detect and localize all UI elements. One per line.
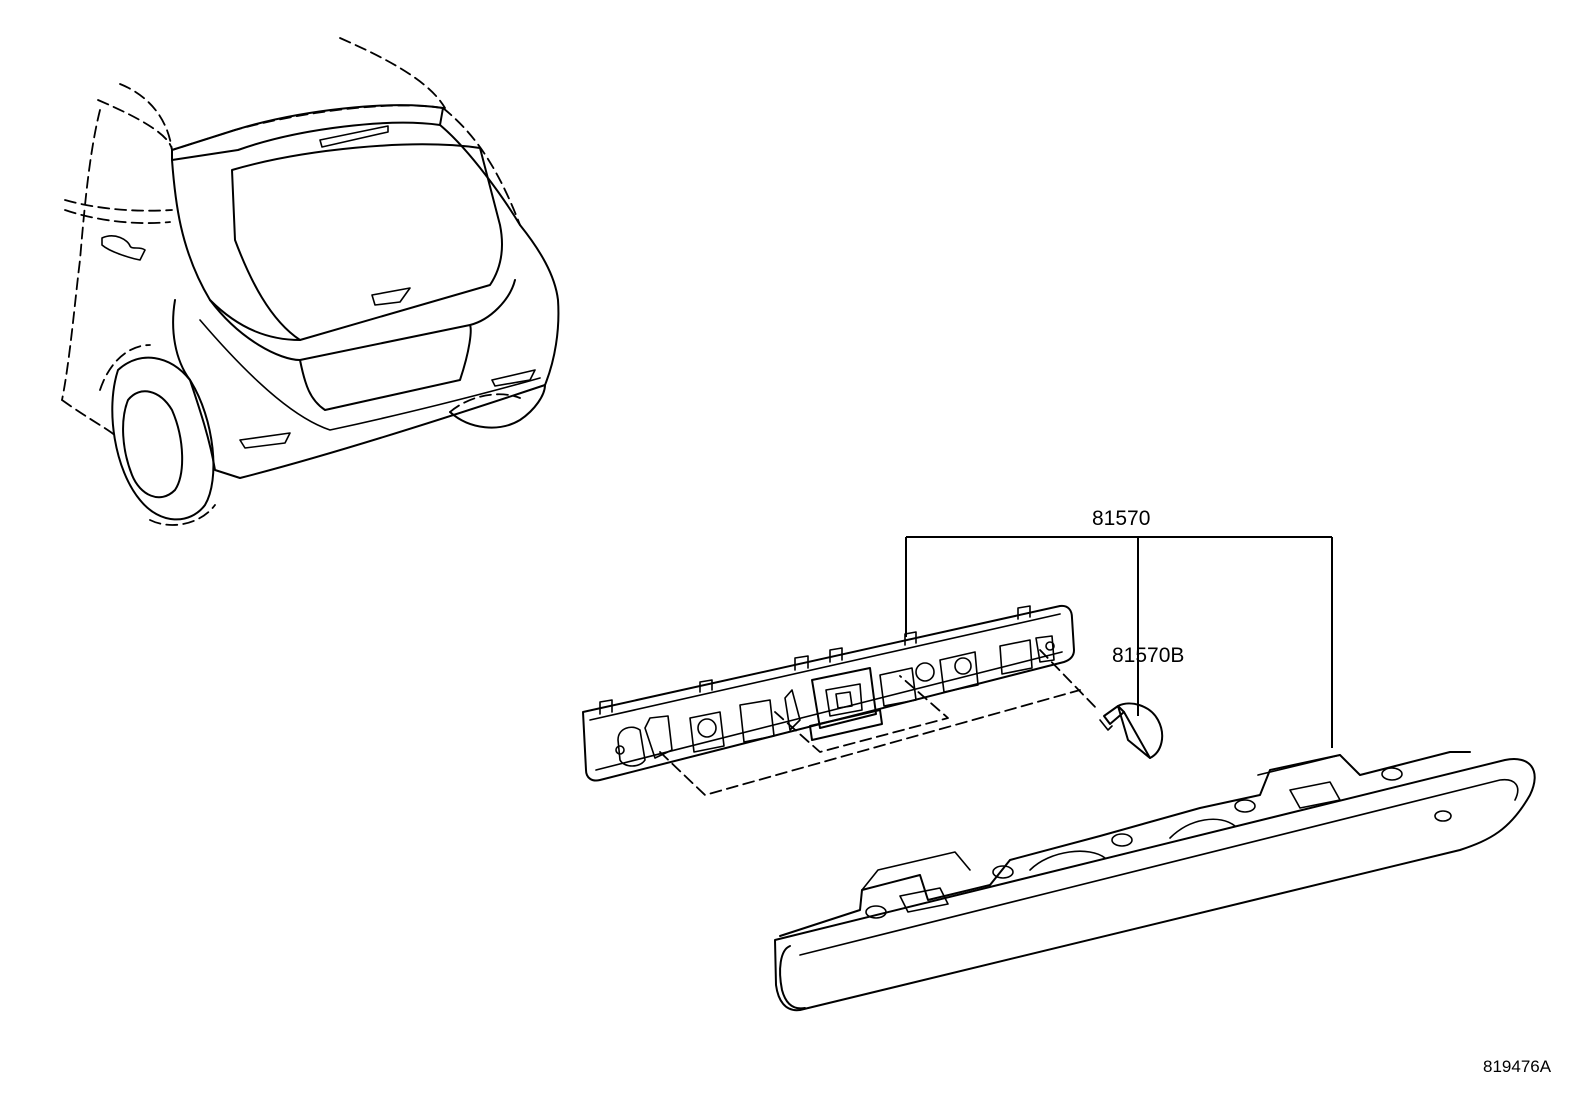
- stop-lamp-lens-icon: [774, 751, 1536, 1012]
- illustration-reference-id: 819476A: [1483, 1057, 1552, 1076]
- assembly-guide-lines: [659, 649, 1099, 796]
- vehicle-rear-view-icon: [61, 37, 560, 526]
- lamp-socket-housing-icon: [582, 604, 1075, 782]
- wedge-bulb-icon: [1099, 702, 1164, 759]
- part-number-bulb: 81570B: [1112, 644, 1184, 667]
- callout-leaders: [905, 536, 1333, 748]
- part-number-assembly: 81570: [1092, 507, 1150, 530]
